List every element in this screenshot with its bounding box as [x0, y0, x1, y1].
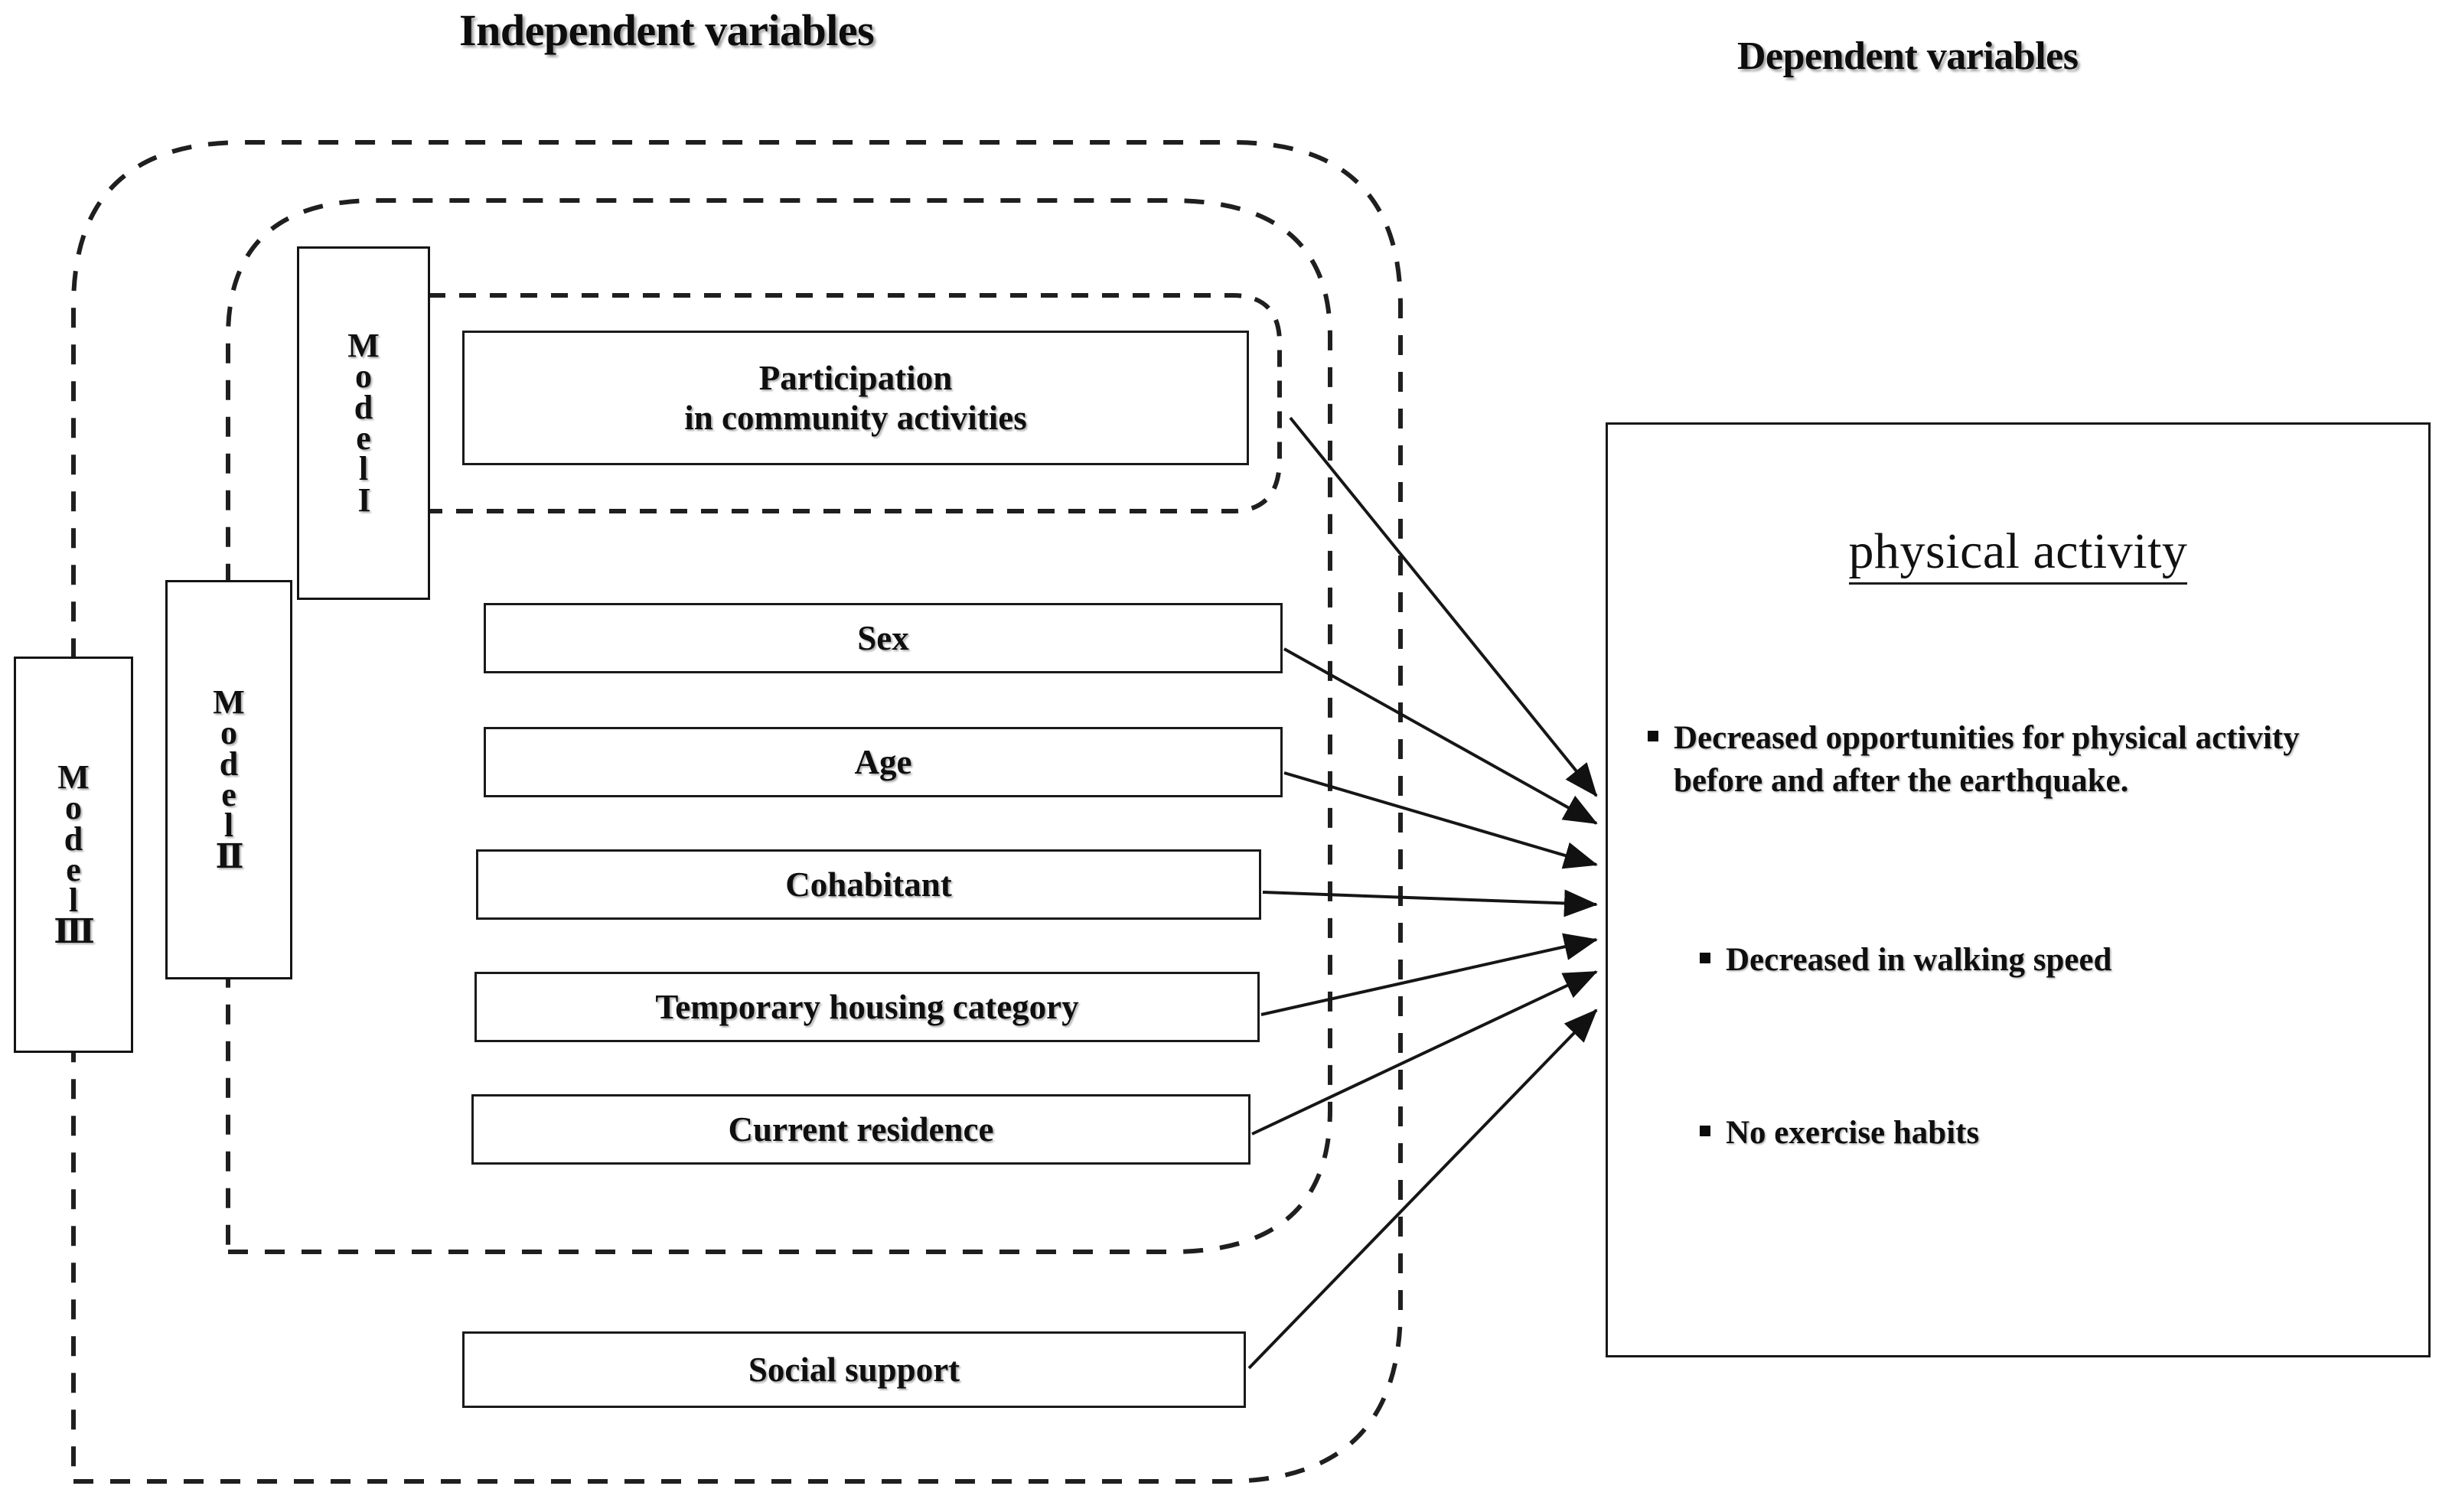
model-letter-l: l [223, 807, 234, 845]
variable-box-sex[interactable]: Sex [484, 603, 1283, 673]
variable-label-age: Age [854, 742, 912, 781]
arrow-age [1283, 771, 1598, 869]
dependent-item-text: Decreased in walking speed [1726, 942, 2112, 978]
model-3-box[interactable]: M o d e l Ⅲ [14, 657, 133, 1053]
model-letter-d: d [64, 820, 83, 858]
model-letter-o: o [355, 357, 372, 396]
model-letter-m: M [213, 683, 245, 721]
dependent-outcome-title: physical activity [1608, 523, 2428, 585]
dependent-list-item: Decreased in walking speed [1700, 939, 2388, 982]
dependent-variables-box[interactable]: physical activity Decreased opportunitie… [1606, 422, 2431, 1357]
model-2-box[interactable]: M o d e l Ⅱ [165, 580, 292, 979]
model-letter-o: o [220, 714, 237, 752]
model-letter-e: e [356, 419, 371, 457]
variable-box-participation[interactable]: Participation in community activities [462, 331, 1249, 465]
square-bullet-icon [1700, 1126, 1710, 1136]
arrow-current-residence [1251, 970, 1598, 1136]
model-3-label: M o d e l Ⅲ [54, 758, 95, 950]
variable-box-current-residence[interactable]: Current residence [471, 1094, 1250, 1165]
dependent-item-text: No exercise habits [1726, 1115, 1980, 1151]
model-letter-e: e [221, 776, 236, 813]
arrow-participation [1289, 416, 1598, 797]
variable-box-temporary-housing[interactable]: Temporary housing category [474, 972, 1260, 1042]
model-letter-l: l [68, 881, 79, 920]
model-letter-l: l [358, 450, 369, 488]
variable-label-social-support: Social support [748, 1350, 960, 1389]
arrow-sex [1283, 647, 1598, 825]
dependent-list-item: No exercise habits [1700, 1112, 2388, 1155]
model-numeral: Ⅲ [54, 912, 95, 950]
variable-box-social-support[interactable]: Social support [462, 1331, 1246, 1408]
model-letter-d: d [354, 388, 373, 426]
model-letter-o: o [65, 789, 82, 827]
square-bullet-icon [1700, 953, 1710, 963]
participation-line-1: Participation [758, 358, 953, 397]
variable-label-current-residence: Current residence [728, 1110, 994, 1149]
dependent-list-item: Decreased opportunities for physical act… [1648, 717, 2336, 803]
model-2-label: M o d e l Ⅱ [213, 683, 245, 875]
square-bullet-icon [1648, 731, 1658, 741]
variable-label-participation: Participation in community activities [677, 358, 1034, 438]
dependent-variables-header: Dependent variables [1737, 34, 2079, 78]
variable-label-cohabitant: Cohabitant [785, 865, 952, 904]
variable-box-cohabitant[interactable]: Cohabitant [476, 849, 1261, 920]
model-letter-m: M [57, 758, 90, 796]
dependent-item-text: Decreased opportunities for physical act… [1674, 720, 2300, 799]
variable-label-sex: Sex [857, 618, 909, 657]
independent-variables-header: Independent variables [459, 5, 875, 55]
dependent-outcome-title-text: physical activity [1848, 523, 2188, 585]
variable-box-age[interactable]: Age [484, 727, 1283, 797]
participation-line-2: in community activities [684, 399, 1027, 437]
model-1-label: M o d e l I [347, 326, 380, 519]
variable-label-temporary-housing: Temporary housing category [655, 987, 1079, 1026]
model-letter-e: e [66, 851, 81, 888]
model-numeral: I [357, 481, 370, 519]
arrow-social-support [1247, 1009, 1598, 1370]
model-letter-m: M [347, 326, 380, 364]
model-numeral: Ⅱ [215, 837, 243, 875]
arrow-temporary-housing [1260, 933, 1598, 1016]
model-1-box[interactable]: M o d e l I [297, 246, 430, 600]
model-letter-d: d [219, 745, 239, 783]
arrow-cohabitant [1262, 889, 1598, 917]
